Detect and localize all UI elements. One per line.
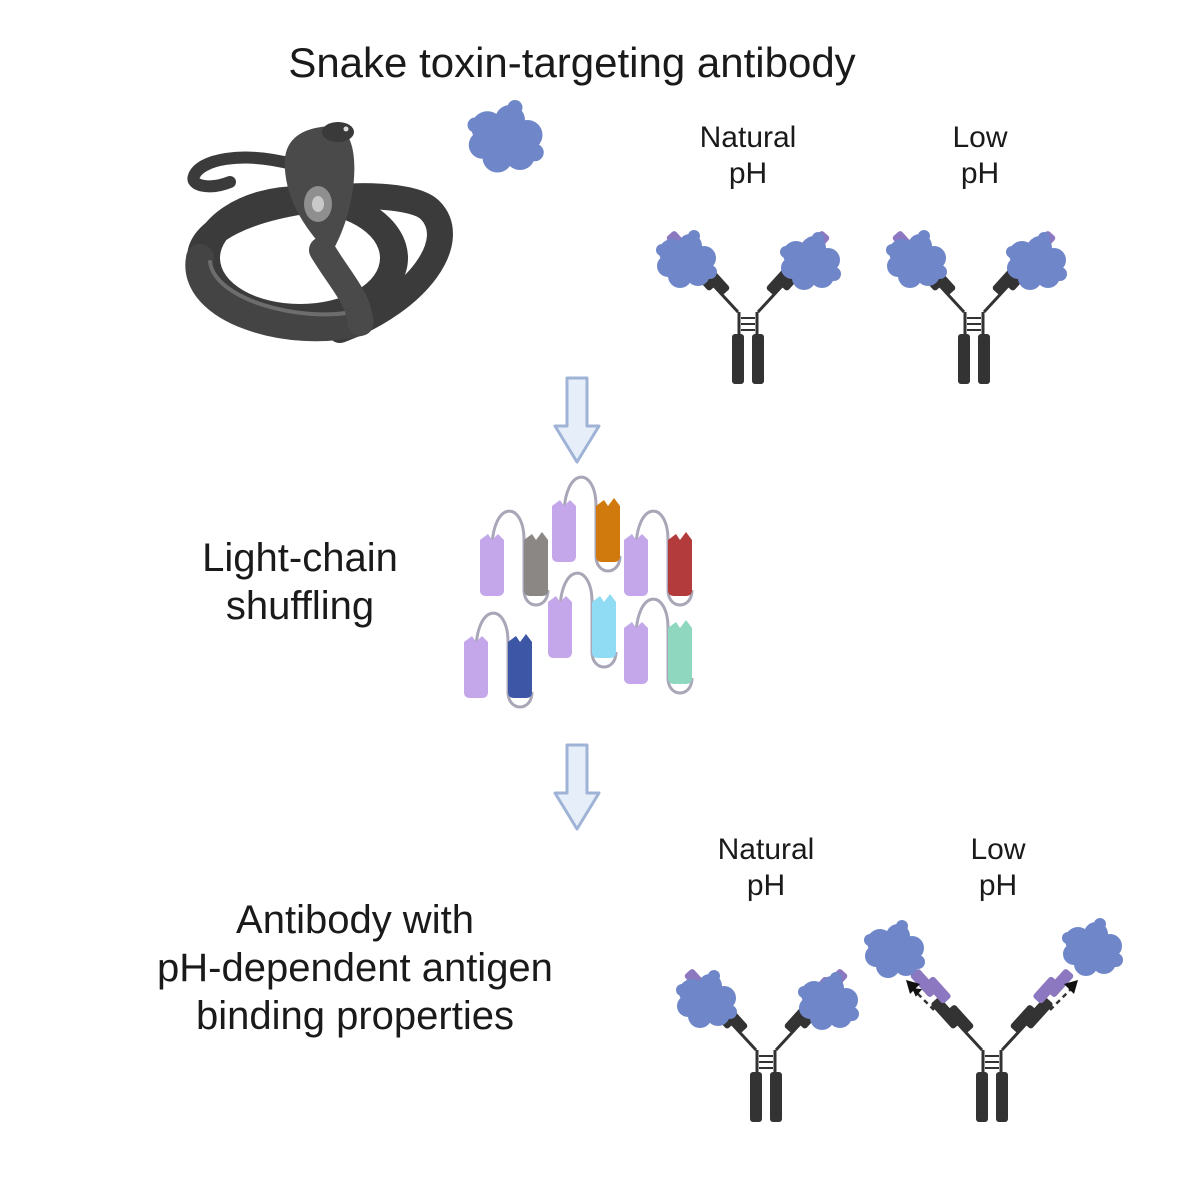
figure-title: Snake toxin-targeting antibody (288, 39, 856, 86)
light-chain-gray (478, 509, 550, 607)
snake-neck (309, 237, 373, 335)
light-chain-light-blue (546, 571, 618, 669)
variant-domain (508, 634, 532, 698)
release-arrowhead-right (1064, 980, 1078, 994)
cobra-snake-icon (185, 122, 453, 343)
variant-domain (596, 498, 620, 562)
top-low-antibody-icon (886, 228, 1067, 386)
label-line: Antibody with (236, 898, 474, 942)
snake-coil-lower (185, 244, 374, 342)
variant-domain (592, 594, 616, 658)
light-chain-library (462, 475, 694, 709)
light-chain-shuffling-label: Light-chain shuffling (120, 534, 480, 630)
result-antibody-label: Antibody with pH-dependent antigen bindi… (110, 896, 600, 1040)
variant-domain (668, 532, 692, 596)
top-natural-antibody-icon (656, 228, 841, 386)
bottom-low-ph-label: Low pH (918, 832, 1078, 904)
label-line: Low (952, 121, 1008, 154)
down-arrow-icon (553, 743, 601, 831)
snake-hood-marking-center (312, 196, 324, 212)
label-line: pH (728, 157, 768, 190)
snake-head (322, 122, 354, 142)
light-chain-navy (462, 611, 534, 709)
bottom-natural-ph-label: Natural pH (686, 832, 846, 904)
label-line: pH (978, 869, 1018, 902)
top-natural-ph-label: Natural pH (668, 120, 828, 192)
release-arrowhead-left-tip (906, 980, 920, 994)
label-line: shuffling (225, 584, 375, 628)
snake-coil-upper (187, 183, 453, 343)
label-line: binding properties (196, 994, 514, 1038)
release-arrowhead-left (912, 987, 923, 997)
bottom-low-antibody-icon (864, 918, 1123, 1124)
label-line: Natural (699, 121, 797, 154)
light-chain-red (622, 509, 694, 607)
top-low-ph-label: Low pH (900, 120, 1060, 192)
label-line: pH (960, 157, 1000, 190)
snake-tail (187, 151, 302, 193)
variant-domain (668, 620, 692, 684)
label-line: pH (746, 869, 786, 902)
label-line: Light-chain (202, 536, 398, 580)
light-chain-orange (550, 475, 622, 573)
label-line: pH-dependent antigen (157, 946, 553, 990)
bottom-natural-antibody-icon (676, 966, 859, 1124)
snake-eye (343, 126, 349, 132)
free-toxin-icon (467, 100, 544, 173)
down-arrow-icon (553, 376, 601, 464)
snake-highlight (208, 260, 354, 317)
variant-domain (524, 532, 548, 596)
label-line: Natural (717, 833, 815, 866)
label-line: Low (970, 833, 1026, 866)
light-chain-mint (622, 597, 694, 695)
